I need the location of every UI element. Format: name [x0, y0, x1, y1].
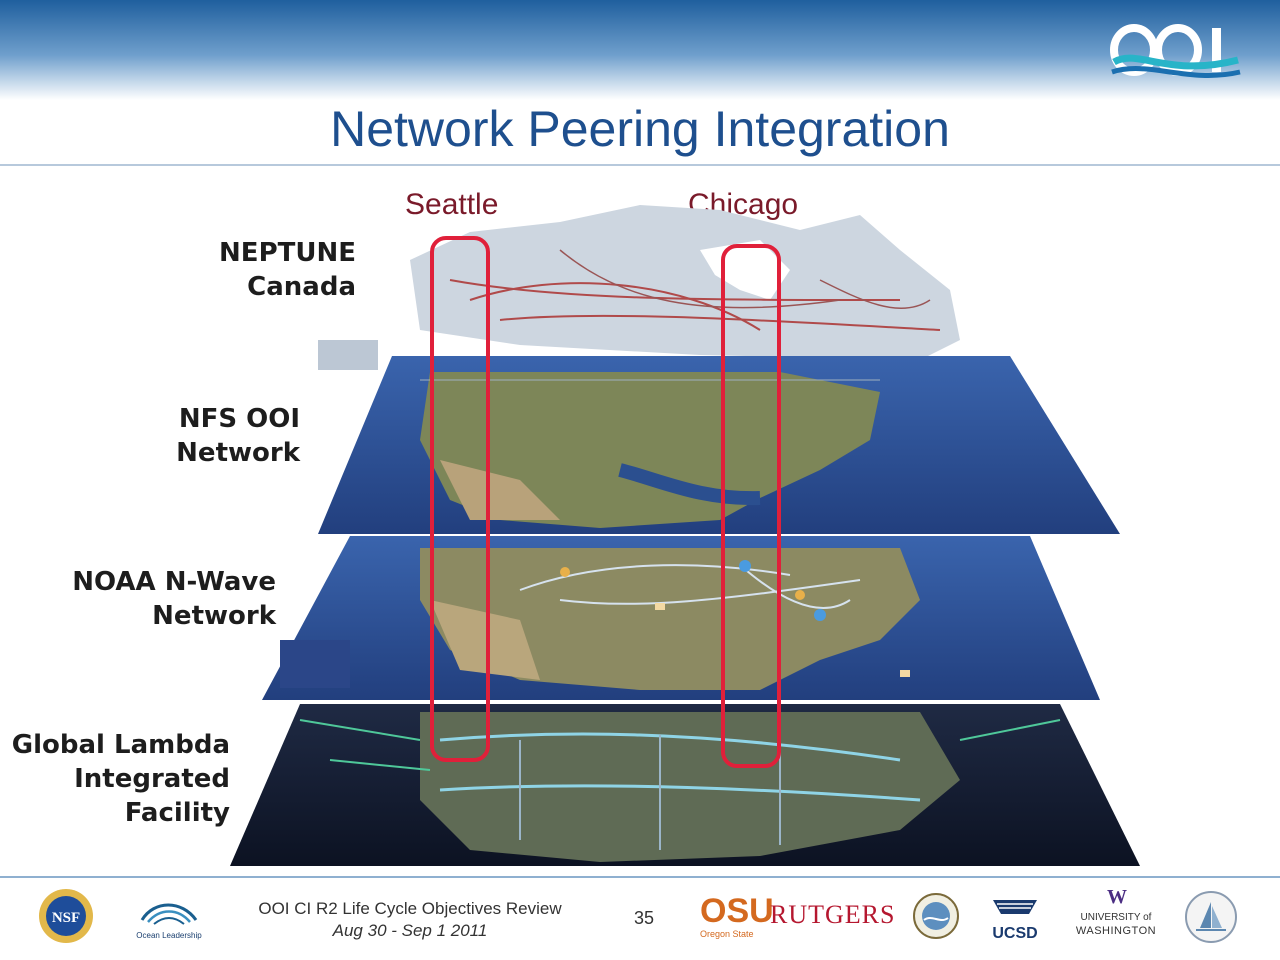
- footer-review-info: OOI CI R2 Life Cycle Objectives Review A…: [225, 898, 595, 942]
- chicago-highlight-box: [721, 244, 781, 768]
- osu-subtitle: Oregon State: [700, 929, 754, 939]
- svg-text:UCSD: UCSD: [992, 925, 1037, 942]
- city-label-seattle: Seattle: [405, 188, 499, 221]
- nfs-ooi-layer: [318, 356, 1120, 534]
- footer-divider: [0, 876, 1280, 878]
- uw-line1: UNIVERSITY of: [1080, 912, 1152, 923]
- glif-layer: [230, 704, 1140, 866]
- noaa-nwave-layer: [262, 536, 1100, 700]
- rutgers-logo: RUTGERS: [770, 900, 896, 929]
- page-number: 35: [634, 908, 655, 928]
- title-divider: [0, 164, 1280, 166]
- osu-logo: OSU: [700, 892, 774, 930]
- seattle-highlight-box: [430, 236, 490, 762]
- nsf-seal-icon: NSF: [38, 888, 94, 949]
- uw-mark: W: [1107, 886, 1127, 908]
- review-dates: Aug 30 - Sep 1 2011: [332, 921, 488, 940]
- neptune-canada-layer: [318, 205, 960, 370]
- slide-title: Network Peering Integration: [330, 101, 950, 157]
- sio-seal-icon: [912, 892, 960, 945]
- uw-line2: WASHINGTON: [1075, 925, 1157, 937]
- svg-text:NSF: NSF: [52, 910, 80, 926]
- header-band: [0, 0, 1280, 100]
- ucsd-icon: UCSD: [985, 892, 1045, 942]
- whoi-seal-icon: [1184, 890, 1238, 949]
- ooi-logo-icon: [1108, 18, 1244, 84]
- ocean-leadership-icon: Ocean Leadership: [134, 894, 204, 944]
- review-title: OOI CI R2 Life Cycle Objectives Review: [258, 899, 562, 918]
- svg-text:Ocean Leadership: Ocean Leadership: [136, 931, 202, 940]
